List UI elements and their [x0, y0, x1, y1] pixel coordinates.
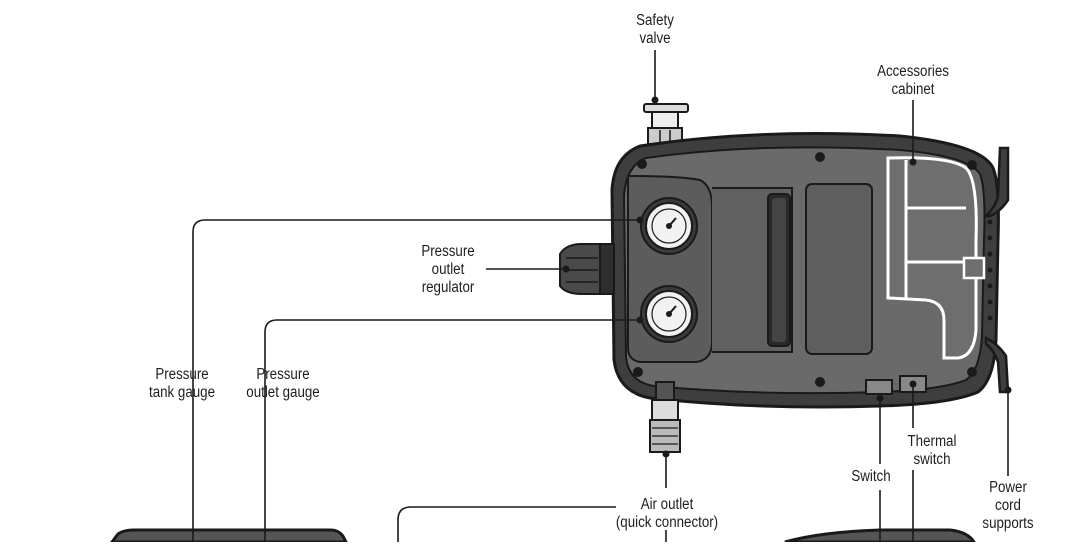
- tank-gauge-part: [640, 197, 698, 255]
- leader-dots: [562, 96, 1012, 458]
- regulator-knob-part: [559, 243, 615, 295]
- power-cord-support-part: [982, 146, 1010, 394]
- outlet-gauge-part: [640, 285, 698, 343]
- label-air-outlet: Air outlet(quick connector): [615, 496, 719, 531]
- label-switch: Switch: [851, 468, 891, 485]
- leader-lines: [192, 50, 1009, 542]
- lower-left-shape: [109, 528, 349, 544]
- safety-valve-part: [643, 103, 689, 145]
- air-outlet-part: [649, 381, 681, 453]
- compressor-body: [610, 132, 1000, 409]
